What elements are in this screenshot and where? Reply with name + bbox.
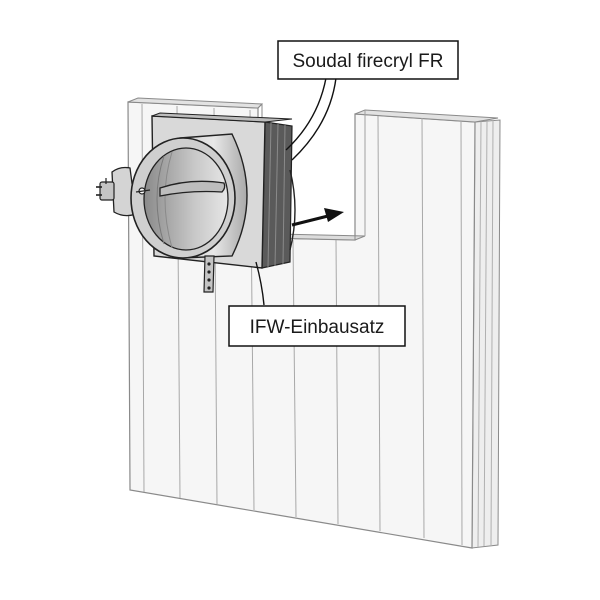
callout-sealant: Soudal firecryl FR (277, 40, 459, 161)
wall-right-edge (471, 119, 501, 549)
callout-insert-label: IFW-Einbausatz (250, 317, 385, 338)
airflow-arrow-icon (291, 208, 344, 227)
damper-duct (130, 133, 248, 293)
callout-insert: IFW-Einbausatz (228, 261, 406, 347)
actuator-housing (96, 166, 137, 217)
callout-sealant-label: Soudal firecryl FR (293, 51, 444, 72)
callout-sealant-box (277, 40, 459, 80)
wall-top-right (354, 109, 499, 123)
damper-blade (159, 180, 226, 197)
frame-top-edge (151, 112, 293, 123)
callout-insert-box (228, 305, 406, 347)
mounting-strap (203, 255, 215, 293)
duct-inner-opening (143, 147, 229, 251)
